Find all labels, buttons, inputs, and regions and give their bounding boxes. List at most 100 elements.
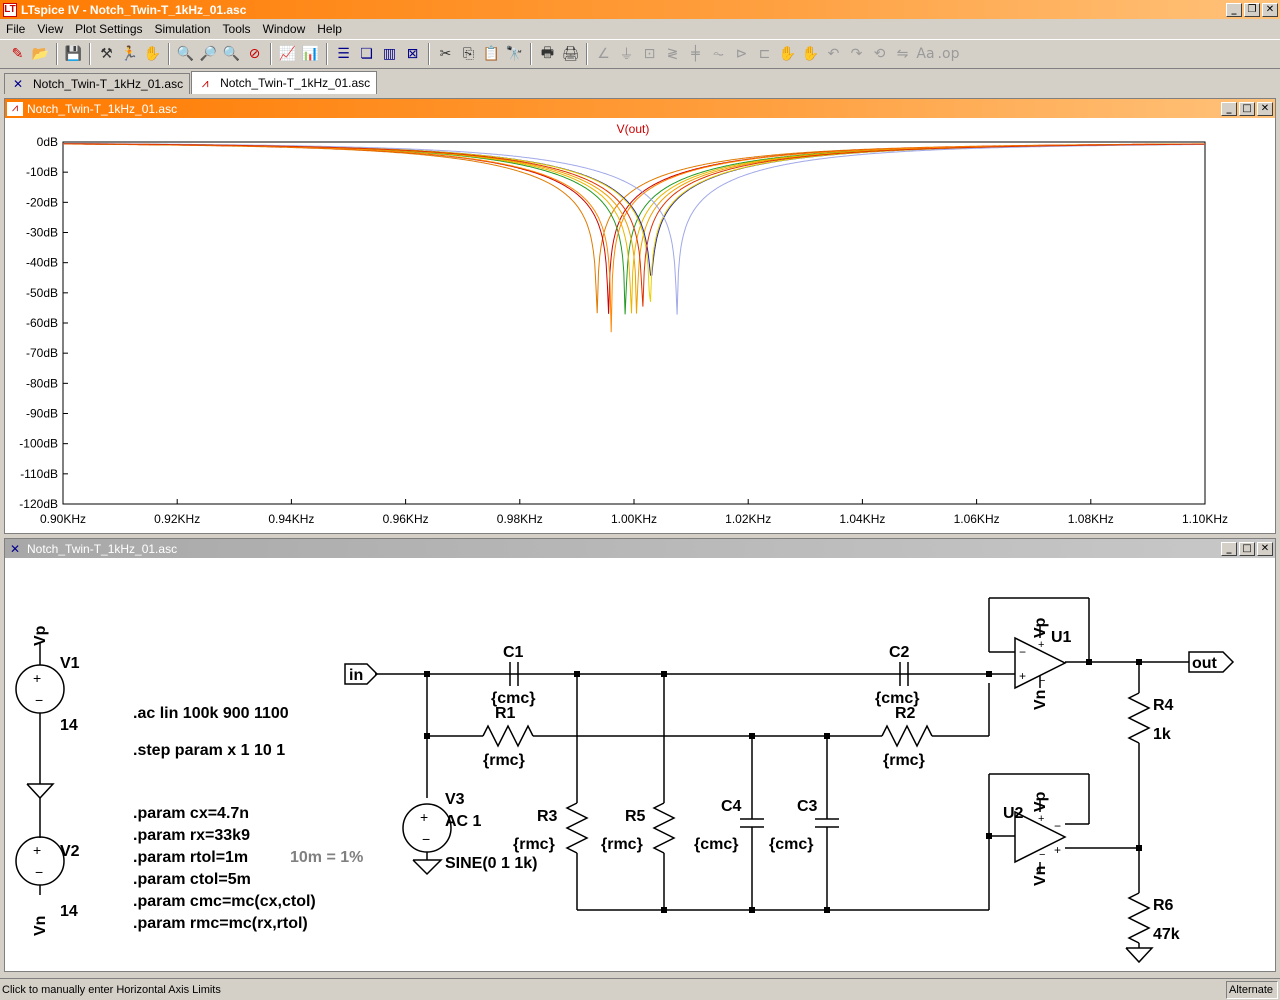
- trace-step-7[interactable]: [63, 143, 1205, 302]
- net-label-vp-u2[interactable]: Vp: [1032, 791, 1049, 812]
- ground-icon[interactable]: ⏚: [619, 47, 634, 63]
- restore-button[interactable]: ❐: [1244, 2, 1260, 17]
- directive-param-rtol[interactable]: .param rtol=1m: [133, 849, 248, 866]
- sch-maximize-button[interactable]: □: [1239, 541, 1255, 556]
- y-tick-label[interactable]: -100dB: [19, 437, 58, 451]
- close-button[interactable]: ✕: [1262, 2, 1278, 17]
- directive-param-cx[interactable]: .param cx=4.7n: [133, 805, 249, 822]
- menu-view[interactable]: View: [37, 21, 64, 36]
- zoom-in-icon[interactable]: 🔍: [176, 46, 195, 62]
- directive-param-ctol[interactable]: .param ctol=5m: [133, 871, 251, 888]
- y-tick-label[interactable]: -30dB: [26, 226, 58, 240]
- resistor-r1[interactable]: [482, 724, 534, 748]
- value-r3[interactable]: {rmc}: [513, 836, 555, 853]
- drag-icon[interactable]: ✋: [801, 46, 820, 62]
- net-label-out[interactable]: [1188, 651, 1235, 673]
- value-c4[interactable]: {cmc}: [694, 836, 738, 853]
- opamp-u1[interactable]: [1014, 636, 1067, 690]
- sch-minimize-button[interactable]: _: [1221, 541, 1237, 556]
- net-label-vp[interactable]: Vp: [32, 625, 49, 646]
- y-tick-label[interactable]: -120dB: [19, 497, 58, 511]
- y-tick-label[interactable]: -20dB: [26, 195, 58, 209]
- y-tick-label[interactable]: -70dB: [26, 346, 58, 360]
- waveform-plot[interactable]: V(out) 0dB-10dB-20dB-30dB-40dB-50dB-60dB…: [5, 118, 1275, 532]
- ref-r5[interactable]: R5: [625, 808, 646, 825]
- redo-icon[interactable]: ↷: [850, 46, 863, 62]
- cut-icon[interactable]: ✂: [439, 46, 452, 62]
- x-tick-label[interactable]: 1.04KHz: [839, 512, 885, 526]
- plot-minimize-button[interactable]: _: [1221, 101, 1237, 116]
- copy-icon[interactable]: ⎘: [462, 46, 475, 62]
- tile-horizontal-icon[interactable]: ☰: [337, 46, 350, 62]
- x-tick-label[interactable]: 1.00KHz: [611, 512, 657, 526]
- value-c1[interactable]: {cmc}: [491, 690, 535, 707]
- value-v1[interactable]: 14: [60, 717, 78, 734]
- y-tick-label[interactable]: -90dB: [26, 407, 58, 421]
- undo-icon[interactable]: ↶: [827, 46, 840, 62]
- tab-schematic[interactable]: ✕ Notch_Twin-T_1kHz_01.asc: [4, 73, 191, 94]
- menu-file[interactable]: File: [6, 21, 26, 36]
- ref-c2[interactable]: C2: [889, 644, 910, 661]
- ref-v2[interactable]: V2: [60, 843, 80, 860]
- spice-directive-icon[interactable]: .op: [937, 46, 960, 62]
- resistor-r6[interactable]: [1127, 892, 1151, 944]
- value-r5[interactable]: {rmc}: [601, 836, 643, 853]
- plot-close-button[interactable]: ✕: [1257, 101, 1273, 116]
- y-tick-label[interactable]: -10dB: [26, 165, 58, 179]
- text-icon[interactable]: Aa: [916, 46, 935, 62]
- net-label-vn[interactable]: Vn: [32, 916, 49, 936]
- value-v3-ac[interactable]: AC 1: [445, 813, 482, 830]
- pan-icon[interactable]: 🔎: [199, 46, 218, 62]
- mirror-icon[interactable]: ⇋: [896, 46, 909, 62]
- print-preview-icon[interactable]: 🖶: [540, 45, 555, 61]
- y-tick-label[interactable]: -110dB: [20, 467, 58, 481]
- directive-step[interactable]: .step param x 1 10 1: [133, 742, 285, 759]
- tile-vertical-icon[interactable]: ▥: [382, 46, 397, 62]
- save-icon[interactable]: 💾: [64, 46, 83, 62]
- schematic-canvas[interactable]: + − + − + − Vp V1 14 V2 14 Vn .ac lin 10…: [5, 558, 1275, 971]
- menu-simulation[interactable]: Simulation: [154, 21, 211, 36]
- trace-step-10[interactable]: [63, 143, 1205, 307]
- tab-waveform[interactable]: ⩘ Notch_Twin-T_1kHz_01.asc: [191, 71, 378, 94]
- resistor-r2[interactable]: [881, 724, 933, 748]
- ref-v3[interactable]: V3: [445, 791, 465, 808]
- resistor-r3[interactable]: [565, 802, 589, 854]
- value-v2[interactable]: 14: [60, 903, 78, 920]
- paste-icon[interactable]: 📋: [482, 46, 501, 62]
- cascade-icon[interactable]: ❏: [360, 46, 373, 62]
- x-tick-label[interactable]: 0.94KHz: [268, 512, 314, 526]
- resistor-r4[interactable]: [1127, 692, 1151, 744]
- value-r2[interactable]: {rmc}: [883, 752, 925, 769]
- ref-r4[interactable]: R4: [1153, 697, 1174, 714]
- value-r1[interactable]: {rmc}: [483, 752, 525, 769]
- x-tick-label[interactable]: 1.02KHz: [725, 512, 771, 526]
- ref-v1[interactable]: V1: [60, 655, 80, 672]
- trace-label-vout[interactable]: V(out): [617, 122, 650, 136]
- sch-close-button[interactable]: ✕: [1257, 541, 1273, 556]
- inductor-icon[interactable]: ⏦: [712, 46, 725, 62]
- directive-param-rx[interactable]: .param rx=33k9: [133, 827, 250, 844]
- y-tick-label[interactable]: -80dB: [26, 376, 58, 390]
- control-panel-icon[interactable]: ⚒: [100, 46, 113, 62]
- x-tick-label[interactable]: 1.06KHz: [954, 512, 1000, 526]
- ref-r1[interactable]: R1: [495, 705, 516, 722]
- menu-plot-settings[interactable]: Plot Settings: [75, 21, 143, 36]
- plot-maximize-button[interactable]: □: [1239, 101, 1255, 116]
- directive-param-cmc[interactable]: .param cmc=mc(cx,ctol): [133, 893, 316, 910]
- x-tick-label[interactable]: 0.92KHz: [154, 512, 200, 526]
- ref-u2[interactable]: U2: [1003, 805, 1024, 822]
- draw-wire-icon[interactable]: ∠: [597, 46, 610, 62]
- component-icon[interactable]: ⊏: [758, 46, 771, 62]
- ref-r6[interactable]: R6: [1153, 897, 1174, 914]
- close-window-icon[interactable]: ⊠: [406, 46, 419, 62]
- x-tick-label[interactable]: 0.90KHz: [40, 512, 86, 526]
- value-c2[interactable]: {cmc}: [875, 690, 919, 707]
- find-icon[interactable]: 🔭: [505, 46, 524, 62]
- directive-param-rmc[interactable]: .param rmc=mc(rx,rtol): [133, 915, 308, 932]
- ref-r2[interactable]: R2: [895, 705, 916, 722]
- capacitor-icon[interactable]: ╪: [691, 46, 700, 62]
- x-tick-label[interactable]: 0.96KHz: [383, 512, 429, 526]
- net-label-vn-u1[interactable]: Vn: [1032, 690, 1049, 710]
- open-folder-icon[interactable]: 📂: [31, 46, 50, 62]
- zoom-out-icon[interactable]: 🔍: [222, 46, 241, 62]
